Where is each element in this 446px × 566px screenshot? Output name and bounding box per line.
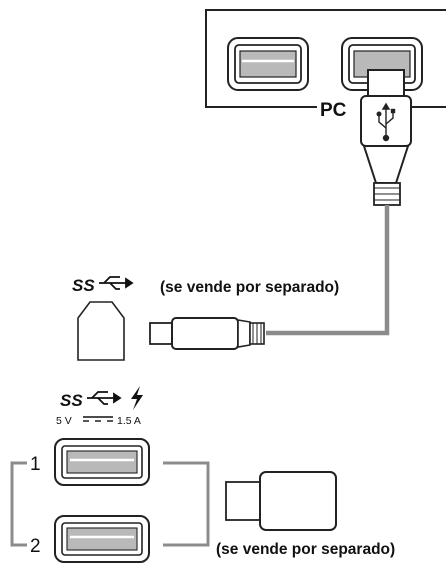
downstream-usb-port-1 <box>54 438 150 486</box>
ports-bracket <box>10 461 27 547</box>
usb-trident-icon <box>99 276 134 290</box>
current-label: 1.5 A <box>117 415 141 427</box>
downstream-usb-port-2 <box>54 515 150 563</box>
ss-logo-text: SS <box>60 391 83 410</box>
port-2-number: 2 <box>30 536 41 557</box>
voltage-label: 5 V <box>56 415 72 427</box>
usb-b-plug <box>149 317 265 350</box>
usb-device <box>225 471 337 531</box>
usb-trident-icon <box>376 102 396 142</box>
usb-trident-icon <box>87 391 122 405</box>
usb-cable <box>266 205 390 336</box>
port-1-number: 1 <box>30 454 41 475</box>
usb-a-plug-pc <box>360 69 412 206</box>
downstream-note: (se vende por separado) <box>216 541 395 558</box>
pc-box: PC <box>205 9 446 121</box>
upstream-note: (se vende por separado) <box>160 279 339 296</box>
device-bracket <box>163 461 210 547</box>
downstream-ss-logo: SS <box>60 386 143 410</box>
ss-logo-text: SS <box>72 276 95 295</box>
usb-b-port <box>77 301 125 361</box>
pc-usb-port-left <box>227 37 309 91</box>
pc-label: PC <box>320 100 347 121</box>
upstream-ss-logo: SS <box>72 276 134 295</box>
dc-symbol <box>83 416 113 422</box>
lightning-bolt-icon <box>131 386 143 410</box>
